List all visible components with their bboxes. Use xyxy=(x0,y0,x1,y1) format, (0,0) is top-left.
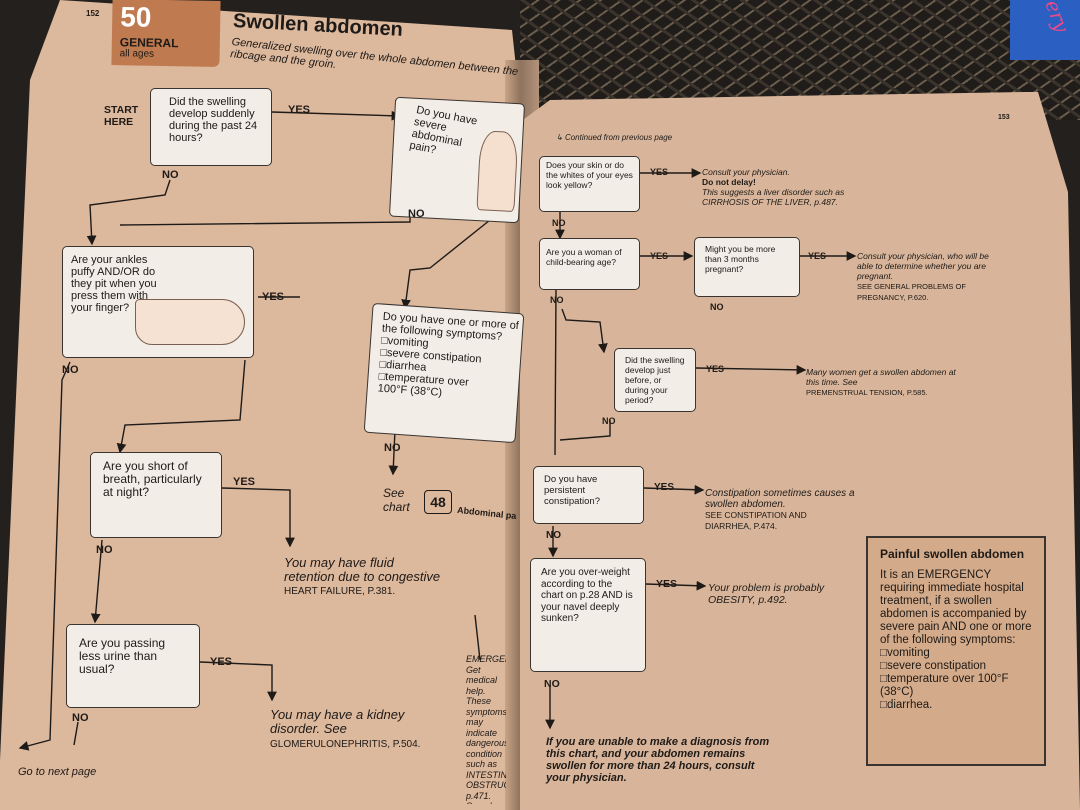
question-symptoms: Do you have one or more of the following… xyxy=(363,302,525,444)
symptom-checklist: vomiting severe constipation diarrhea te… xyxy=(377,335,511,404)
emergency-title: Painful swollen abdomen xyxy=(880,547,1025,561)
question-sudden-swelling: Did the swelling develop suddenly during… xyxy=(150,88,272,166)
go-to-next-page[interactable]: Go to next page xyxy=(18,766,97,778)
answer-pregnancy: Consult your physician, who will be able… xyxy=(857,251,1007,303)
label-no-12: NO xyxy=(544,678,560,690)
question-woman: Are you a woman of child-bearing age? xyxy=(539,238,640,290)
question-yellow-skin: Does your skin or do the whites of your … xyxy=(539,156,640,212)
question-urine: Are you passing less urine than usual? xyxy=(66,624,200,708)
question-ankles: Are your ankles puffy AND/OR do they pit… xyxy=(62,246,254,358)
question-severe-pain-text: Do you have severe abdominal pain? xyxy=(408,104,479,157)
foot-illustration-icon xyxy=(135,299,245,345)
continued-text: Continued from previous page xyxy=(564,133,673,142)
answer-fluid-text: You may have fluid retention due to cong… xyxy=(284,555,441,584)
question-constipation: Do you have persistent constipation? xyxy=(533,466,644,524)
question-overweight: Are you over-weight according to the cha… xyxy=(530,558,646,672)
answer-period-text: Many women get a swollen abdomen at this… xyxy=(806,367,956,387)
chart-number-tab: 50 GENERAL all ages xyxy=(111,0,221,67)
right-page-number: 153 xyxy=(998,114,1010,121)
label-no-1: NO xyxy=(162,169,179,181)
label-yes-10: YES xyxy=(656,578,678,590)
emergency-snippet: EMERGENCY Get medical help. These sympto… xyxy=(466,654,506,804)
label-yes-5: YES xyxy=(650,167,669,177)
label-yes-9: YES xyxy=(654,482,675,493)
label-yes-7: YES xyxy=(808,251,827,261)
emergency-box: Painful swollen abdomen It is an EMERGEN… xyxy=(866,536,1046,766)
label-yes-2: YES xyxy=(262,291,285,303)
chart-number: 50 xyxy=(120,1,152,33)
answer-liver-line1: Consult your physician. xyxy=(702,167,790,177)
label-no-7: NO xyxy=(552,218,566,228)
answer-constipation-ref: See CONSTIPATION AND DIARRHEA, p.474. xyxy=(705,510,807,531)
answer-period: Many women get a swollen abdomen at this… xyxy=(806,367,956,398)
question-period: Did the swelling develop just before, or… xyxy=(614,348,696,412)
answer-fluid-ref: HEART FAILURE, p.381. xyxy=(284,586,396,597)
label-no-10: NO xyxy=(602,416,616,426)
label-no-9: NO xyxy=(710,302,724,312)
label-no-3: NO xyxy=(62,364,79,376)
chart-ref-number: 48 xyxy=(424,490,452,514)
answer-constipation-text: Constipation sometimes causes a swollen … xyxy=(705,488,855,510)
body-figure-icon xyxy=(476,130,519,213)
label-yes-8: YES xyxy=(706,364,725,374)
answer-liver: Consult your physician. Do not delay! Th… xyxy=(702,167,872,207)
answer-obesity: Your problem is probably OBESITY, p.492. xyxy=(708,582,825,606)
emergency-symptom-item: vomiting xyxy=(880,647,1032,660)
label-no-8: NO xyxy=(550,295,564,305)
emergency-symptom-item: temperature over 100°F (38°C) xyxy=(880,673,1032,699)
label-no-6: NO xyxy=(72,712,89,724)
label-yes-6: YES xyxy=(650,251,669,261)
label-no-4: NO xyxy=(384,442,401,454)
answer-period-ref: PREMENSTRUAL TENSION, p.585. xyxy=(806,388,928,397)
answer-fluid: You may have fluid retention due to cong… xyxy=(284,556,444,599)
left-page-number: 152 xyxy=(86,9,100,18)
final-advice: If you are unable to make a diagnosis fr… xyxy=(546,736,770,784)
answer-kidney-text: You may have a kidney disorder. See xyxy=(270,707,405,736)
emergency-symptom-list: vomiting severe constipation temperature… xyxy=(880,647,1032,712)
emergency-body: It is an EMERGENCY requiring immediate h… xyxy=(880,569,1032,646)
question-breath: Are you short of breath, particularly at… xyxy=(90,452,222,538)
return-arrow-icon: ↳ xyxy=(556,133,563,142)
label-yes-4: YES xyxy=(210,656,233,668)
see-chart-text: See chart xyxy=(383,486,410,514)
label-yes-1: YES xyxy=(288,104,311,116)
label-yes-3: YES xyxy=(233,476,256,488)
emergency-symptom-item: severe constipation xyxy=(880,660,1032,673)
label-no-2: NO xyxy=(408,208,425,220)
label-no-11: NO xyxy=(546,530,561,541)
question-pregnant: Might you be more than 3 months pregnant… xyxy=(694,237,800,297)
answer-liver-line2: Do not delay! xyxy=(702,177,756,187)
answer-pregnancy-ref: See GENERAL PROBLEMS OF PREGNANCY, p.620… xyxy=(857,282,966,302)
answer-pregnancy-text: Consult your physician, who will be able… xyxy=(857,251,989,281)
question-severe-pain: Do you have severe abdominal pain? xyxy=(388,96,526,224)
background-book: ery xyxy=(1010,0,1080,60)
answer-constipation: Constipation sometimes causes a swollen … xyxy=(705,488,855,532)
question-ankles-text: Are your ankles puffy AND/OR do they pit… xyxy=(71,254,157,314)
continued-label: ↳ Continued from previous page xyxy=(556,133,672,142)
label-no-5: NO xyxy=(96,544,113,556)
emergency-symptom-item: diarrhea. xyxy=(880,699,1032,712)
start-label: START HERE xyxy=(104,104,139,128)
answer-kidney: You may have a kidney disorder. See GLOM… xyxy=(270,708,450,752)
chart-ages: all ages xyxy=(119,48,155,60)
answer-liver-line3: This suggests a liver disorder such as C… xyxy=(702,187,845,207)
answer-kidney-ref: GLOMERULONEPHRITIS, p.504. xyxy=(270,739,421,750)
